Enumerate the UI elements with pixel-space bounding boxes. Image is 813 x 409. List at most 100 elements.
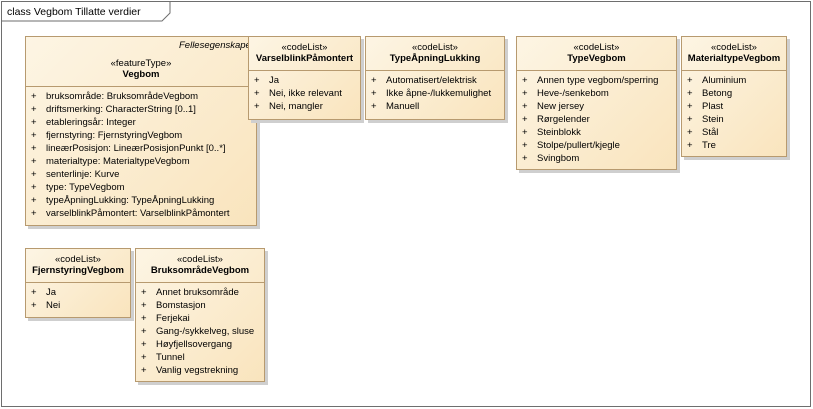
visibility-marker: + [687, 88, 693, 99]
class-vegbom[interactable]: Fellesegenskaper «featureType» Vegbom + b… [25, 36, 257, 226]
attribute-row: + Rørgelender [517, 113, 676, 126]
attribute-row: +senterlinje: Kurve [26, 168, 256, 181]
class-materialtypevegbom[interactable]: «codeList» MaterialtypeVegbom + Aluminium… [681, 36, 787, 157]
class-header: «codeList» FjernstyringVegbom [26, 249, 130, 283]
class-typeapninglukking[interactable]: «codeList» TypeÅpningLukking +Automatise… [365, 36, 505, 120]
attribute-row: +Tunnel [136, 351, 264, 364]
package-tag: Fellesegenskaper [179, 40, 254, 51]
visibility-marker: + [522, 114, 528, 125]
attribute-text: Ja [46, 287, 57, 298]
attribute-text: bruksområde: BruksområdeVegbom [46, 91, 199, 102]
attribute-text: Heve-/senkebom [537, 88, 609, 99]
attribute-list: + Ja+Nei, ikke relevant+Nei, mangler [249, 71, 360, 113]
attribute-row: +Nei, mangler [249, 100, 360, 113]
attribute-text: Tunnel [156, 352, 185, 363]
attribute-row: + Svingbom [517, 152, 676, 165]
attribute-text: Gang-/sykkelveg, sluse [156, 326, 255, 337]
class-stereotype: «codeList» [711, 42, 757, 53]
attribute-text: Ja [269, 75, 280, 86]
attribute-row: +etableringsår: Integer [26, 116, 256, 129]
attribute-text: Betong [702, 88, 733, 99]
class-typevegbom[interactable]: «codeList» TypeVegbom +Annen type vegbom… [516, 36, 677, 170]
visibility-marker: + [31, 117, 37, 128]
visibility-marker: + [522, 140, 528, 151]
attribute-text: Aluminium [702, 75, 747, 86]
attribute-row: +Heve-/senkebom [517, 87, 676, 100]
attribute-list: +Annen type vegbom/sperring+Heve-/senkeb… [517, 71, 676, 165]
class-name: TypeVegbom [567, 53, 626, 64]
attribute-row: +Steinblokk [517, 126, 676, 139]
attribute-row: + Ja [26, 286, 130, 299]
class-header: «featureType» Vegbom [26, 37, 256, 87]
attribute-list: +Annet bruksområde+Bomstasjon+Ferjekai+G… [136, 283, 264, 377]
attribute-row: + New jersey [517, 100, 676, 113]
visibility-marker: + [31, 104, 37, 115]
class-header: «codeList» TypeVegbom [517, 37, 676, 71]
attribute-row: +Stolpe/pullert/kjegle [517, 139, 676, 152]
frame-tab [2, 2, 171, 22]
class-bruksomradevegbom[interactable]: «codeList» BruksområdeVegbom +Annet bruk… [135, 248, 265, 382]
attribute-text: Nei [46, 300, 61, 311]
attribute-text: Vanlig vegstrekning [156, 365, 239, 376]
attribute-row: +Manuell [366, 100, 504, 113]
attribute-text: Høyfjellsovergang [156, 339, 233, 350]
class-name: BruksområdeVegbom [150, 265, 250, 276]
class-fjernstyringvegbom[interactable]: «codeList» FjernstyringVegbom + Ja + Nei [25, 248, 131, 318]
visibility-marker: + [141, 326, 147, 337]
attribute-row: + Nei [26, 299, 130, 312]
attribute-text: varselblinkPåmontert: VarselblinkPåmonte… [46, 208, 230, 219]
class-stereotype: «featureType» [110, 58, 172, 69]
attribute-list: + bruksområde: BruksområdeVegbom + driftsme… [26, 87, 256, 220]
class-name: FjernstyringVegbom [32, 265, 124, 276]
class-stereotype: «codeList» [573, 42, 620, 53]
class-varselblinkpamontert[interactable]: «codeList» VarselblinkPåmontert +Ja+Nei,… [248, 36, 361, 120]
attribute-row: +Automatisert/elektrisk [366, 74, 504, 87]
class-header: «codeList» MaterialtypeVegbom [682, 37, 786, 71]
attribute-text: Rørgelender [537, 114, 590, 125]
visibility-marker: + [31, 91, 37, 102]
attribute-row: + bruksområde: BruksområdeVegbom [26, 90, 256, 103]
attribute-row: +Stål [682, 126, 786, 139]
class-name: MaterialtypeVegbom [687, 53, 781, 64]
class-name: TypeÅpningLukking [389, 53, 481, 64]
visibility-marker: + [371, 75, 377, 86]
attribute-text: Annet bruksområde [156, 287, 239, 298]
attribute-row: + driftsmerking: CharacterString [0..1] [26, 103, 256, 116]
class-header: «codeList» TypeÅpningLukking [366, 37, 504, 71]
attribute-text: Plast [702, 101, 724, 112]
attribute-text: driftsmerking: CharacterString [0..1] [46, 104, 196, 115]
class-name: VarselblinkPåmontert [255, 53, 354, 64]
class-stereotype: «codeList» [55, 254, 101, 265]
attribute-row: + Plast [682, 100, 786, 113]
attribute-text: Steinblokk [537, 127, 581, 138]
attribute-row: +fjernstyring: FjernstyringVegbom [26, 129, 256, 142]
attribute-row: +Nei, ikke relevant [249, 87, 360, 100]
visibility-marker: + [31, 287, 37, 298]
attribute-text: Ikke åpne-/lukkemulighet [386, 88, 492, 99]
visibility-marker: + [141, 313, 147, 324]
attribute-row: +type: TypeVegbom [26, 181, 256, 194]
visibility-marker: + [31, 195, 37, 206]
visibility-marker: + [31, 300, 37, 311]
attribute-text: lineærPosisjon: LineærPosisjonPunkt [0..… [46, 143, 226, 154]
attribute-row: +Annen type vegbom/sperring [517, 74, 676, 87]
visibility-marker: + [254, 88, 260, 99]
attribute-text: typeÅpningLukking: TypeÅpningLukking [46, 195, 215, 206]
attribute-text: New jersey [537, 101, 584, 112]
class-stereotype: «codeList» [281, 42, 328, 53]
attribute-text: Stål [702, 127, 719, 138]
visibility-marker: + [687, 101, 693, 112]
attribute-row: + Aluminium [682, 74, 786, 87]
visibility-marker: + [31, 143, 37, 154]
class-header: «codeList» VarselblinkPåmontert [249, 37, 360, 71]
visibility-marker: + [522, 101, 528, 112]
visibility-marker: + [31, 208, 37, 219]
attribute-list: +Automatisert/elektrisk+ Ikke åpne-/lukke… [366, 71, 504, 113]
visibility-marker: + [687, 75, 693, 86]
attribute-row: + varselblinkPåmontert: VarselblinkPåmont… [26, 207, 256, 220]
visibility-marker: + [522, 153, 528, 164]
visibility-marker: + [687, 140, 693, 151]
attribute-text: Svingbom [537, 153, 580, 164]
visibility-marker: + [687, 114, 693, 125]
